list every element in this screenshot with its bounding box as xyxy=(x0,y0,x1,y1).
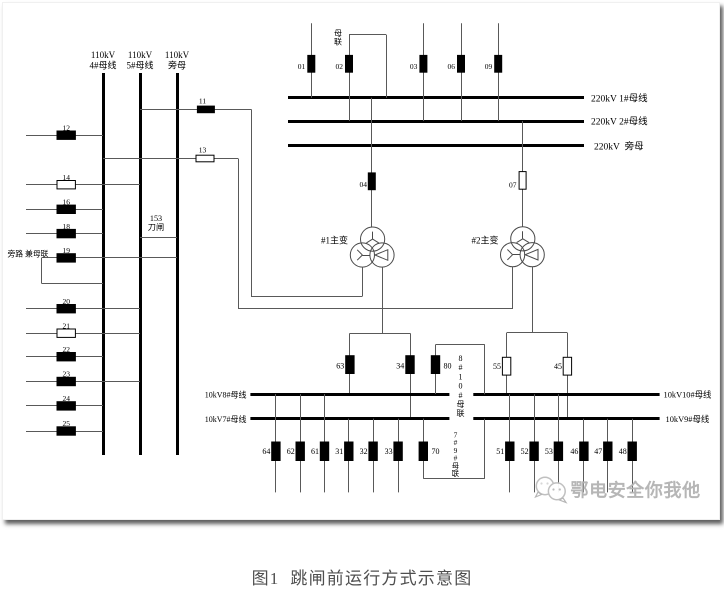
svg-text:母: 母 xyxy=(452,461,459,470)
svg-text:13: 13 xyxy=(199,146,207,155)
svg-text:联: 联 xyxy=(334,37,342,46)
svg-text:220kV 旁母: 220kV 旁母 xyxy=(594,141,644,153)
svg-text:#: # xyxy=(459,363,463,372)
svg-text:鄂电安全你我他: 鄂电安全你我他 xyxy=(571,480,701,501)
svg-text:#: # xyxy=(459,391,463,400)
svg-text:22: 22 xyxy=(62,345,70,354)
svg-text:1: 1 xyxy=(459,372,463,381)
svg-text:5#母线: 5#母线 xyxy=(126,60,153,71)
svg-text:110kV: 110kV xyxy=(91,50,116,60)
svg-text:母: 母 xyxy=(334,29,342,38)
svg-text:01: 01 xyxy=(298,62,306,71)
svg-text:32: 32 xyxy=(360,447,368,456)
svg-text:70: 70 xyxy=(432,447,440,456)
svg-text:52: 52 xyxy=(521,447,529,456)
svg-text:联: 联 xyxy=(457,409,465,418)
svg-text:55: 55 xyxy=(493,362,501,371)
svg-text:09: 09 xyxy=(485,62,493,71)
svg-text:63: 63 xyxy=(336,361,344,370)
svg-text:34: 34 xyxy=(396,361,404,370)
svg-text:10kV8#母线: 10kV8#母线 xyxy=(205,389,247,399)
svg-text:0: 0 xyxy=(459,382,463,391)
svg-text:07: 07 xyxy=(509,181,517,190)
svg-text:31: 31 xyxy=(335,447,343,456)
svg-text:10kV10#母线: 10kV10#母线 xyxy=(664,390,713,400)
svg-text:21: 21 xyxy=(62,321,70,330)
svg-text:19: 19 xyxy=(62,246,70,255)
svg-text:153: 153 xyxy=(150,214,162,223)
svg-text:25: 25 xyxy=(62,419,70,428)
svg-text:62: 62 xyxy=(287,447,295,456)
svg-text:220kV 2#母线: 220kV 2#母线 xyxy=(591,116,648,128)
svg-text:46: 46 xyxy=(570,447,578,456)
svg-text:4#母线: 4#母线 xyxy=(89,60,116,71)
svg-text:80: 80 xyxy=(444,362,452,371)
svg-text:#: # xyxy=(454,438,458,447)
svg-text:20: 20 xyxy=(62,297,70,306)
svg-text:刀闸: 刀闸 xyxy=(148,223,164,232)
svg-text:10kV7#母线: 10kV7#母线 xyxy=(205,414,247,424)
svg-text:#: # xyxy=(454,454,458,463)
svg-text:51: 51 xyxy=(496,447,504,456)
svg-text:16: 16 xyxy=(62,198,70,207)
svg-text:#2主变: #2主变 xyxy=(471,235,498,246)
svg-text:33: 33 xyxy=(385,447,393,456)
svg-text:02: 02 xyxy=(336,62,344,71)
svg-text:8: 8 xyxy=(459,354,463,363)
svg-text:06: 06 xyxy=(448,62,456,71)
svg-text:23: 23 xyxy=(62,370,70,379)
svg-text:14: 14 xyxy=(62,173,70,182)
svg-text:旁路 兼母联: 旁路 兼母联 xyxy=(8,248,49,258)
svg-text:61: 61 xyxy=(311,447,319,456)
svg-text:联: 联 xyxy=(452,469,460,478)
svg-text:03: 03 xyxy=(410,62,418,71)
svg-text:110kV: 110kV xyxy=(128,50,153,60)
svg-text:12: 12 xyxy=(62,123,70,132)
svg-text:64: 64 xyxy=(262,447,270,456)
svg-text:7: 7 xyxy=(454,431,458,440)
svg-text:48: 48 xyxy=(619,447,627,456)
svg-text:47: 47 xyxy=(594,447,602,456)
svg-text:9: 9 xyxy=(454,446,458,455)
svg-text:旁母: 旁母 xyxy=(168,60,186,71)
svg-text:220kV 1#母线: 220kV 1#母线 xyxy=(591,92,648,104)
svg-text:#1主变: #1主变 xyxy=(321,235,348,246)
svg-text:24: 24 xyxy=(62,394,70,403)
svg-text:11: 11 xyxy=(199,97,206,106)
svg-text:18: 18 xyxy=(62,222,70,231)
svg-text:10kV9#母线: 10kV9#母线 xyxy=(666,414,710,424)
svg-text:母: 母 xyxy=(457,400,465,409)
svg-text:45: 45 xyxy=(554,362,562,371)
svg-text:53: 53 xyxy=(545,447,553,456)
svg-text:04: 04 xyxy=(360,180,368,189)
svg-text:110kV: 110kV xyxy=(165,50,190,60)
